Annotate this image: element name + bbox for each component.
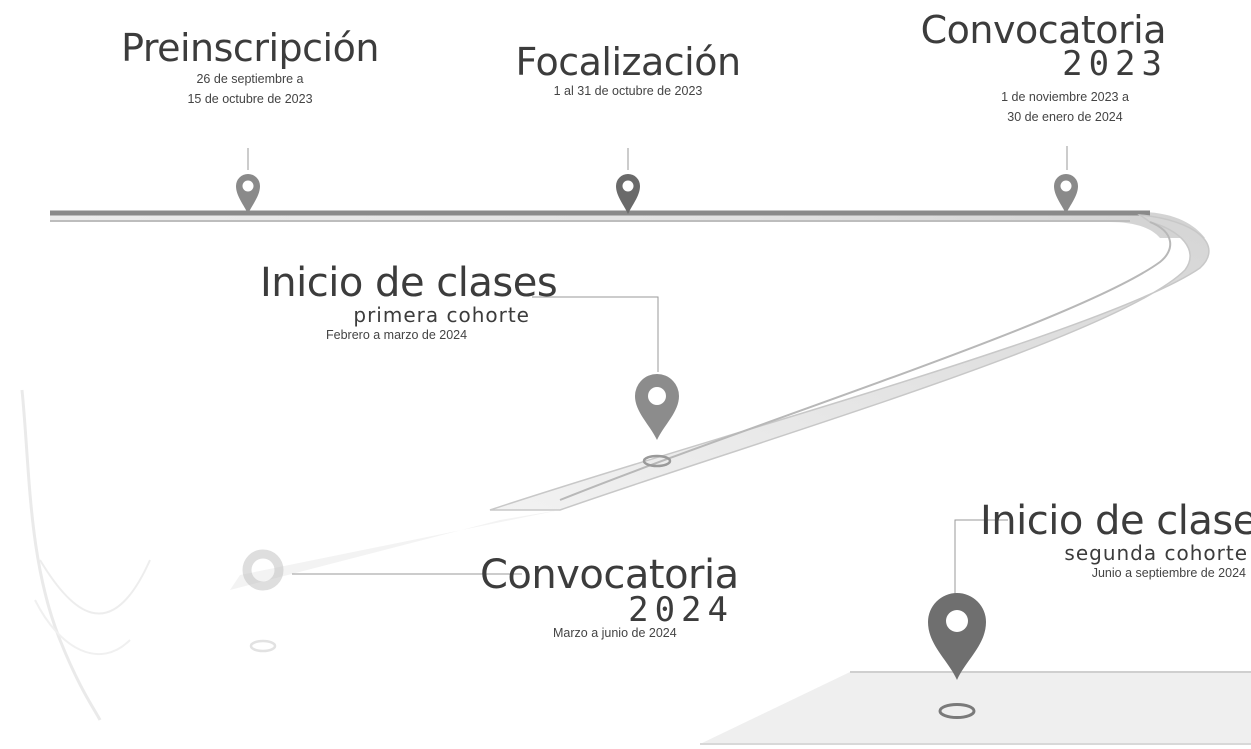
convocatoria-2023-title: Convocatoria xyxy=(920,8,1167,52)
preinscripcion-date-1: 26 de septiembre a xyxy=(196,72,304,86)
inicio-segunda-subtitle: segunda cohorte xyxy=(1064,541,1248,565)
convocatoria-2024-year: 2024 xyxy=(628,590,734,630)
ring-marker-icon xyxy=(242,549,284,653)
inicio-primera-title: Inicio de clases xyxy=(260,260,558,306)
preinscripcion-date-2: 15 de octubre de 2023 xyxy=(187,92,313,106)
inicio-primera-date: Febrero a marzo de 2024 xyxy=(326,328,468,342)
convocatoria-2023-date-1: 1 de noviembre 2023 a xyxy=(1001,90,1129,104)
road-curve xyxy=(489,213,1210,511)
convocatoria-2023-date-2: 30 de enero de 2024 xyxy=(1007,110,1123,124)
road-top xyxy=(50,212,1205,238)
convocatoria-2024-date: Marzo a junio de 2024 xyxy=(553,626,677,640)
inicio-segunda-date: Junio a septiembre de 2024 xyxy=(1091,566,1246,580)
preinscripcion-title: Preinscripción xyxy=(121,26,379,70)
inicio-primera-subtitle: primera cohorte xyxy=(353,303,530,327)
convocatoria-2024-title: Convocatoria xyxy=(480,552,739,598)
leader-lines xyxy=(247,146,1068,598)
location-pin-icon xyxy=(236,174,260,214)
location-pin-icon xyxy=(1054,174,1078,214)
inicio-segunda-title: Inicio de clases xyxy=(980,498,1251,544)
road-curve-edge xyxy=(559,221,1172,501)
focalizacion-title: Focalización xyxy=(515,40,741,84)
location-pin-icon xyxy=(635,374,679,468)
road-bottom xyxy=(700,672,1251,744)
convocatoria-2023-year: 2023 xyxy=(1062,44,1168,84)
location-pin-icon xyxy=(928,593,986,719)
focalizacion-date: 1 al 31 de octubre de 2023 xyxy=(553,84,703,98)
background-curves xyxy=(20,389,151,721)
location-pin-icon xyxy=(616,174,640,214)
